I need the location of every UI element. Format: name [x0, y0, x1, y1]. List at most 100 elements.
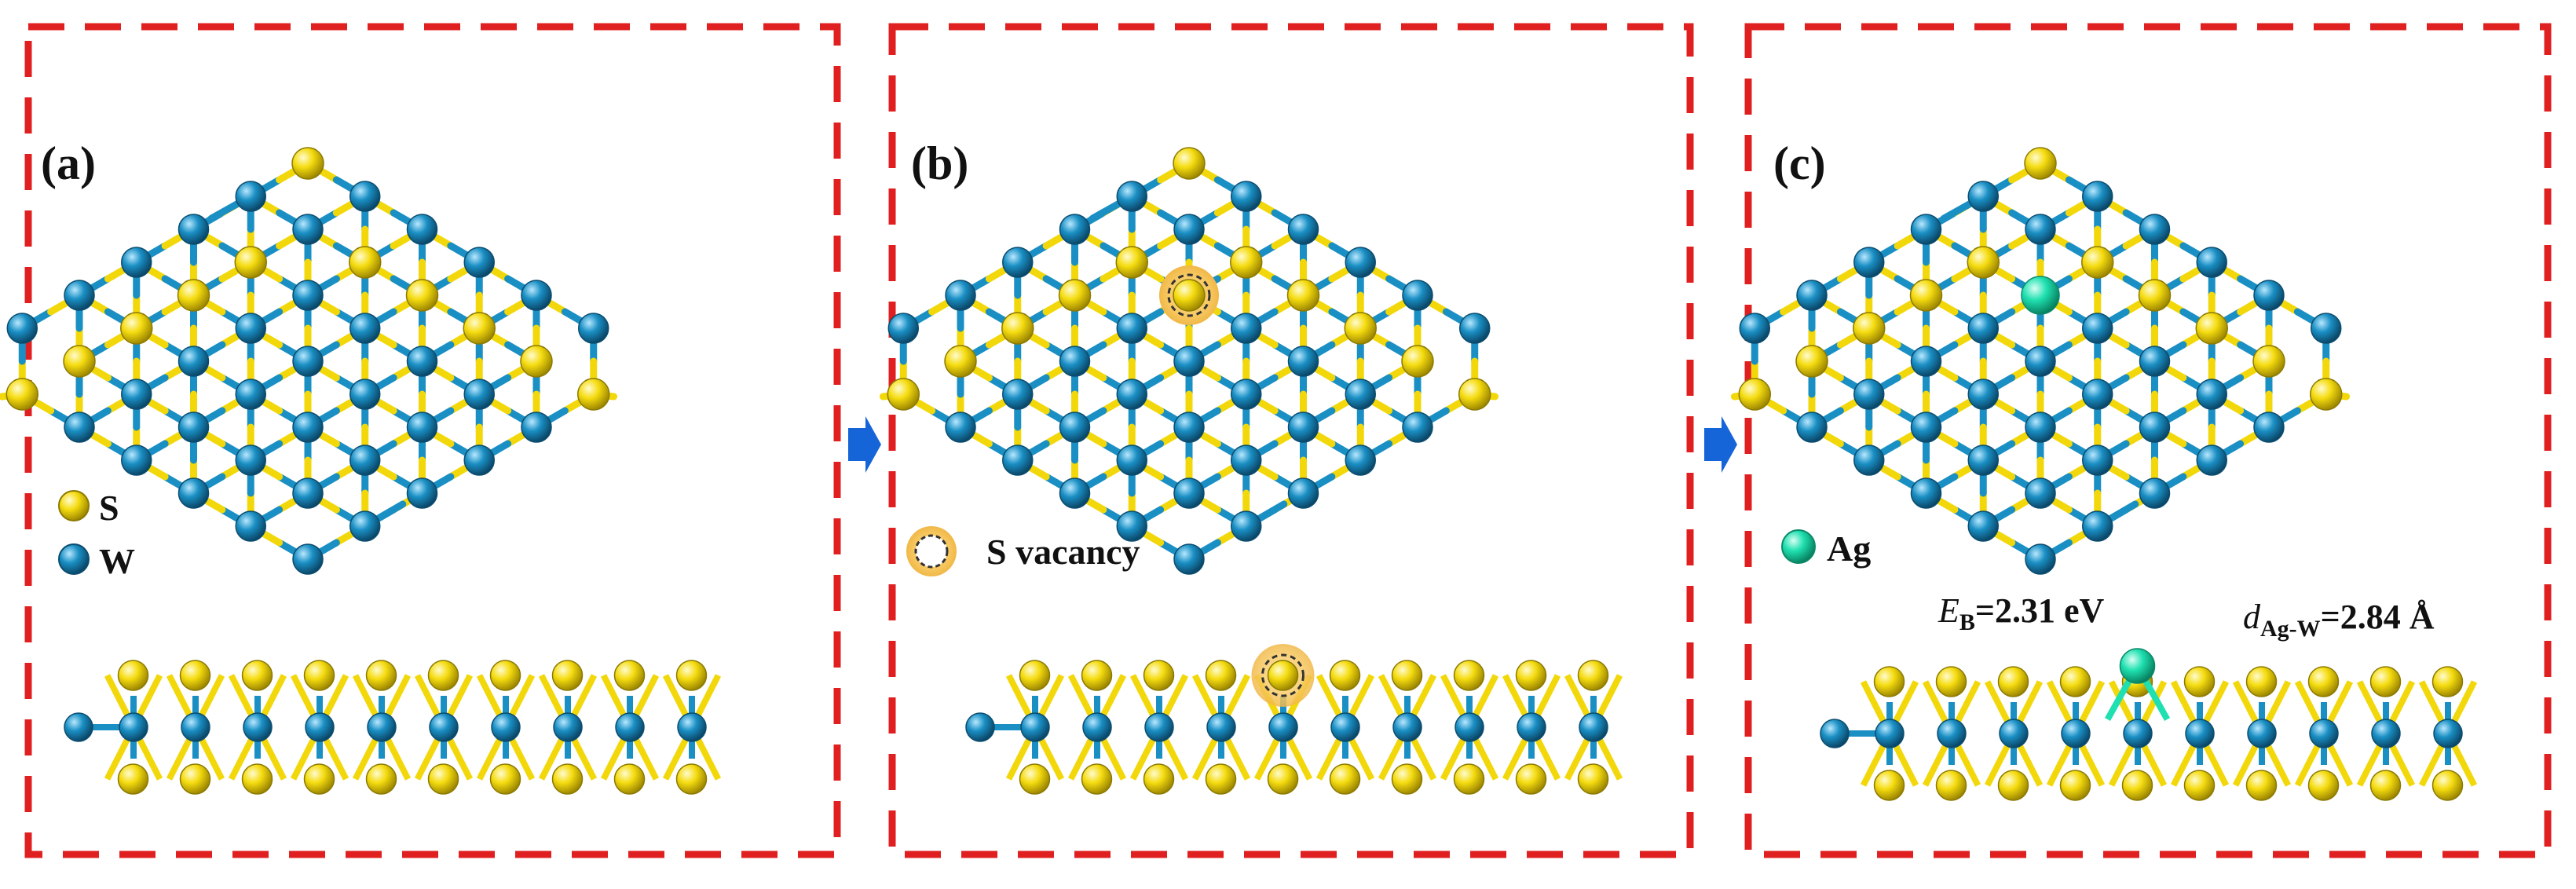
tungsten-atom [945, 412, 976, 443]
sulfur-atom [2059, 666, 2091, 697]
sulfur-atom [2252, 345, 2285, 378]
sulfur-atom [1019, 763, 1051, 795]
sulfur-atom [675, 660, 708, 691]
tungsten-atom [292, 412, 324, 443]
sulfur-atom [1344, 312, 1377, 345]
arrow-right-icon [848, 416, 881, 473]
tungsten-atom [2025, 412, 2056, 443]
distance-annotation: dAg-W=2.84 Å [2243, 598, 2435, 642]
tungsten-atom [2139, 477, 2171, 509]
distance-subscript: Ag-W [2260, 616, 2321, 642]
binding-energy-annotation: EB=2.31 eV [1937, 591, 2105, 635]
atom-layer [1738, 147, 2343, 575]
tungsten-atom [1967, 313, 2000, 344]
legend-silver: Ag [1781, 529, 1871, 569]
structure-panel-a [0, 147, 722, 795]
tungsten-atom [1002, 379, 1034, 410]
sulfur-atom [1173, 279, 1206, 312]
sulfur-atom [427, 763, 459, 795]
tungsten-atom [2196, 444, 2227, 476]
sulfur-atom [1019, 660, 1051, 691]
sulfur-atom [2024, 147, 2057, 180]
tungsten-atom [1230, 181, 1262, 212]
tungsten-atom [553, 712, 583, 742]
sulfur-atom [2309, 378, 2343, 411]
tungsten-atom [1345, 247, 1376, 278]
legend-vacancy: S vacancy [906, 526, 1140, 576]
sulfur-atom [1205, 763, 1237, 795]
tungsten-atom [1853, 247, 1885, 278]
tungsten-atom [429, 712, 459, 742]
sulfur-atom [63, 345, 96, 378]
sulfur-atom [177, 279, 210, 312]
tungsten-atom [1875, 719, 1905, 748]
sulfur-atom [2245, 770, 2278, 801]
sulfur-atom [2195, 312, 2228, 345]
tungsten-atom [235, 444, 267, 476]
tungsten-atom [1059, 412, 1091, 443]
tungsten-atom [2139, 412, 2171, 443]
sulfur-atom [1853, 312, 1886, 345]
tungsten-atom [2139, 214, 2171, 245]
tungsten-atom [677, 712, 707, 742]
silver-atom [2021, 276, 2060, 315]
tungsten-atom [1820, 719, 1850, 748]
binding-energy-symbol: E [1937, 591, 1959, 630]
tungsten-atom [1144, 712, 1174, 742]
side-view [965, 644, 1623, 795]
tungsten-atom [349, 379, 381, 410]
sulfur-atom [2245, 666, 2278, 697]
sulfur-atom [348, 246, 382, 279]
sulfur-atom [576, 378, 610, 411]
tungsten-atom [1116, 444, 1148, 476]
tungsten-atom [887, 313, 920, 344]
tungsten-atom [463, 379, 495, 410]
sulfur-atom [234, 246, 268, 279]
tungsten-atom [292, 214, 324, 245]
sulfur-atom [613, 660, 646, 691]
tungsten-atom [181, 712, 210, 742]
sulfur-atom [1058, 279, 1092, 312]
vacancy-legend-ring [914, 534, 949, 569]
arrow-right-icon [1704, 416, 1737, 473]
tungsten-atom [292, 280, 324, 311]
tungsten-atom [349, 313, 381, 344]
tungsten-atom [1206, 712, 1236, 742]
tungsten-atom [2025, 346, 2056, 377]
structure-panel-c [1730, 147, 2478, 801]
tungsten-atom [1454, 712, 1484, 742]
legend-vacancy-label: S vacancy [986, 532, 1140, 572]
tungsten-atom [1967, 181, 2000, 212]
sulfur-atom [1515, 763, 1547, 795]
tungsten-atom [2081, 510, 2113, 542]
sulfur-atom [117, 660, 149, 691]
tungsten-atom [2433, 719, 2463, 748]
sulfur-atom [1391, 660, 1423, 691]
sulfur-atom [1329, 763, 1361, 795]
tungsten-atom [615, 712, 645, 742]
sulfur-atom [1143, 660, 1175, 691]
tungsten-atom [1853, 444, 1885, 476]
sulfur-atom [1577, 660, 1609, 691]
sulfur-atom [1453, 763, 1485, 795]
tungsten-atom [64, 712, 93, 742]
sulfur-atom [1329, 660, 1361, 691]
sulfur-atom [1401, 345, 1434, 378]
tungsten-atom [1967, 444, 2000, 476]
tungsten-atom [2310, 313, 2342, 344]
sulfur-atom [2307, 770, 2340, 801]
tungsten-atom [1937, 719, 1967, 748]
legend-sulfur: S [58, 488, 119, 528]
sulfur-atom [1143, 763, 1175, 795]
tungsten-atom [1967, 379, 2000, 410]
structure-panel-b [879, 147, 1623, 795]
tungsten-atom [1967, 510, 2000, 542]
tungsten-atom [1287, 477, 1319, 509]
sulfur-atom [1229, 246, 1263, 279]
sulfur-atom [1081, 763, 1113, 795]
tungsten-atom [6, 313, 38, 344]
sulfur-atom [303, 763, 335, 795]
panel-frame-c [1744, 23, 2552, 858]
tungsten-atom [367, 712, 397, 742]
